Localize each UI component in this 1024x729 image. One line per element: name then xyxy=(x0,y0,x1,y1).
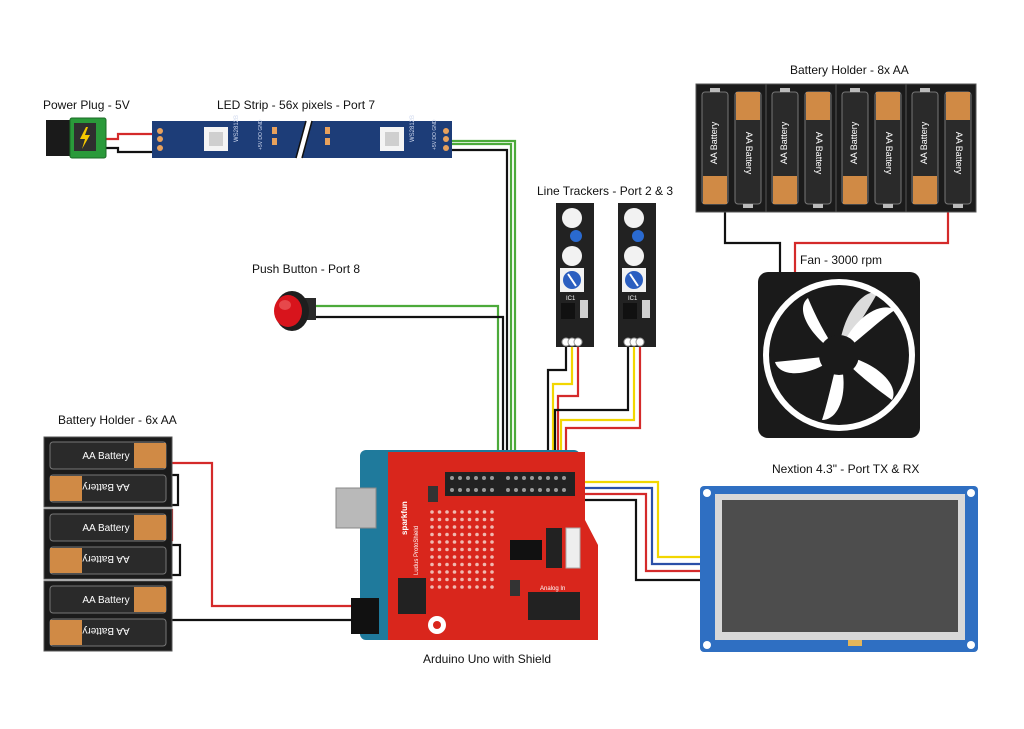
aa-battery-cell: AA Battery xyxy=(49,585,167,614)
led-pad-label: +5V DO GND xyxy=(432,119,438,150)
aa-battery-cell: AA Battery xyxy=(49,546,167,575)
wire-nextion-black xyxy=(578,498,702,582)
aa-battery-label: AA Battery xyxy=(744,132,754,175)
led-chip-label: WS2812B xyxy=(234,115,240,142)
aa-battery-cell: AA Battery xyxy=(49,618,167,647)
aa-battery-cell: AA Battery xyxy=(701,88,729,205)
aa-battery-label: AA Battery xyxy=(814,132,824,175)
wire-plug-black xyxy=(106,146,152,154)
wire-led-green-2 xyxy=(452,142,513,496)
aa-battery-cell: AA Battery xyxy=(49,474,167,503)
aa-battery-cell: AA Battery xyxy=(874,91,902,208)
aa-battery-label: AA Battery xyxy=(709,121,719,164)
aa-battery-label: AA Battery xyxy=(849,121,859,164)
aa-battery-label: AA Battery xyxy=(82,523,129,534)
wire-nextion-red xyxy=(575,492,702,573)
wire-button-green xyxy=(315,304,500,496)
aa-battery-cell: AA Battery xyxy=(49,513,167,542)
label-battery-8x: Battery Holder - 8x AA xyxy=(790,63,909,77)
aa-battery-label: AA Battery xyxy=(779,121,789,164)
battery-holder-6x: AA Battery AA Battery AA Battery AA Battery… xyxy=(43,436,173,652)
fan xyxy=(758,272,920,438)
tracker-chip-label: IC1 xyxy=(628,296,638,302)
wire-batt6-red xyxy=(172,461,357,608)
label-push-button: Push Button - Port 8 xyxy=(252,262,361,276)
push-button xyxy=(274,291,316,331)
line-tracker-1: IC1 xyxy=(556,203,594,347)
led-pad-label: +5V DO GND xyxy=(258,119,264,150)
wire-led-green-1 xyxy=(452,139,517,496)
label-led-strip: LED Strip - 56x pixels - Port 7 xyxy=(217,98,376,112)
led-strip: WS2812B WS2812B +5V DO GND +5V DO GND xyxy=(152,115,452,159)
aa-battery-cell: AA Battery xyxy=(49,441,167,470)
aa-battery-cell: AA Battery xyxy=(944,91,972,208)
shield-brand: sparkfun xyxy=(400,501,409,535)
wire-tracker1-black xyxy=(546,345,568,496)
aa-battery-cell: AA Battery xyxy=(804,91,832,208)
aa-battery-label: AA Battery xyxy=(82,595,129,606)
shield-analog-label: Analog In xyxy=(540,586,565,592)
aa-battery-cell: AA Battery xyxy=(911,88,939,205)
aa-battery-label: AA Battery xyxy=(919,121,929,164)
wire-button-black xyxy=(315,315,505,496)
wire-plug-red xyxy=(106,132,152,141)
wire-batt8-black xyxy=(723,212,782,278)
aa-battery-cell: AA Battery xyxy=(734,91,762,208)
nextion-display xyxy=(700,486,978,652)
label-power-plug: Power Plug - 5V xyxy=(43,98,130,112)
shield-name: Ludus ProtoShield xyxy=(414,526,420,575)
label-fan: Fan - 3000 rpm xyxy=(800,253,883,267)
led-chip-label: WS2812B xyxy=(410,115,416,142)
battery-holder-8x: AA Battery AA Battery AA Battery AA Battery… xyxy=(695,83,977,213)
wire-tracker1-yellow xyxy=(551,345,574,496)
wire-led-black xyxy=(452,148,509,496)
label-nextion: Nextion 4.3" - Port TX & RX xyxy=(772,462,920,476)
wire-batt8-red xyxy=(793,212,950,278)
aa-battery-cell: AA Battery xyxy=(841,88,869,205)
wire-nextion-yellow xyxy=(572,480,702,559)
aa-battery-label: AA Battery xyxy=(82,451,129,462)
line-tracker-2: IC1 xyxy=(618,203,656,347)
label-battery-6x: Battery Holder - 6x AA xyxy=(58,413,177,427)
wire-tracker1-red xyxy=(556,345,580,496)
aa-battery-label: AA Battery xyxy=(884,132,894,175)
sparkfun-shield: sparkfun Ludus ProtoShield Analog In xyxy=(388,452,598,640)
lightning-icon xyxy=(80,127,90,149)
wire-nextion-blue xyxy=(575,486,702,566)
aa-battery-label: AA Battery xyxy=(82,625,129,636)
power-plug xyxy=(46,117,107,159)
aa-battery-label: AA Battery xyxy=(954,132,964,175)
tracker-chip-label: IC1 xyxy=(566,296,576,302)
aa-battery-label: AA Battery xyxy=(82,481,129,492)
aa-battery-label: AA Battery xyxy=(82,553,129,564)
label-arduino: Arduino Uno with Shield xyxy=(423,652,552,666)
aa-battery-cell: AA Battery xyxy=(771,88,799,205)
label-line-trackers: Line Trackers - Port 2 & 3 xyxy=(537,184,674,198)
